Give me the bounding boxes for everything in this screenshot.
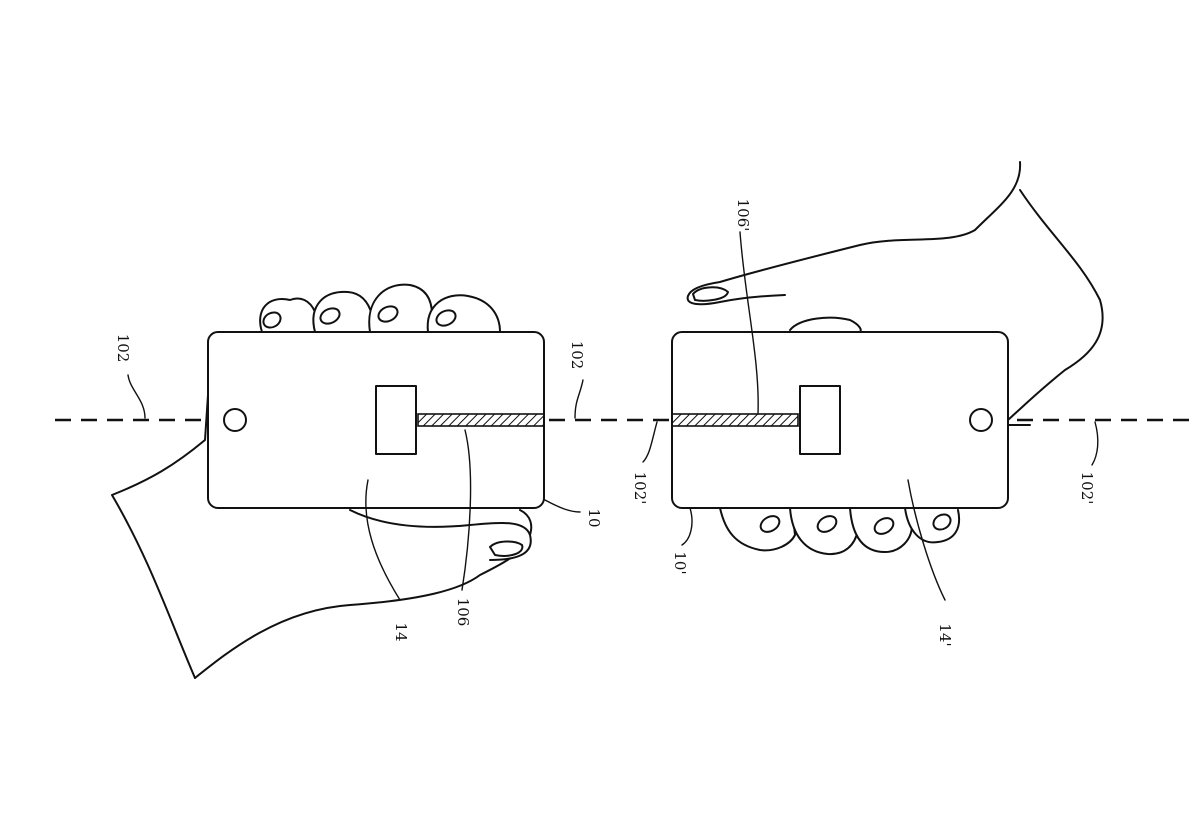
label-10p-right: 10' <box>671 551 689 574</box>
label-14p-right: 14' <box>936 623 954 646</box>
right-device <box>671 331 1009 509</box>
left-hand <box>111 283 533 679</box>
label-102-left-outer: 102 <box>114 334 132 363</box>
label-102p-right-outer: 102' <box>1078 472 1096 505</box>
leader-lines <box>127 231 1099 601</box>
left-module-block <box>375 385 417 455</box>
right-hand <box>686 161 1104 556</box>
label-102p-right-inner: 102' <box>631 472 649 505</box>
left-device <box>207 331 545 509</box>
label-14-left: 14 <box>392 622 410 641</box>
left-link-hatched-bar <box>417 413 545 427</box>
label-10-left: 10 <box>585 508 603 527</box>
label-106p-right: 106' <box>734 199 752 232</box>
right-module-block <box>799 385 841 455</box>
label-106-left: 106 <box>454 598 472 627</box>
label-102-left-inner: 102 <box>568 341 586 370</box>
right-link-hatched-bar <box>671 413 799 427</box>
